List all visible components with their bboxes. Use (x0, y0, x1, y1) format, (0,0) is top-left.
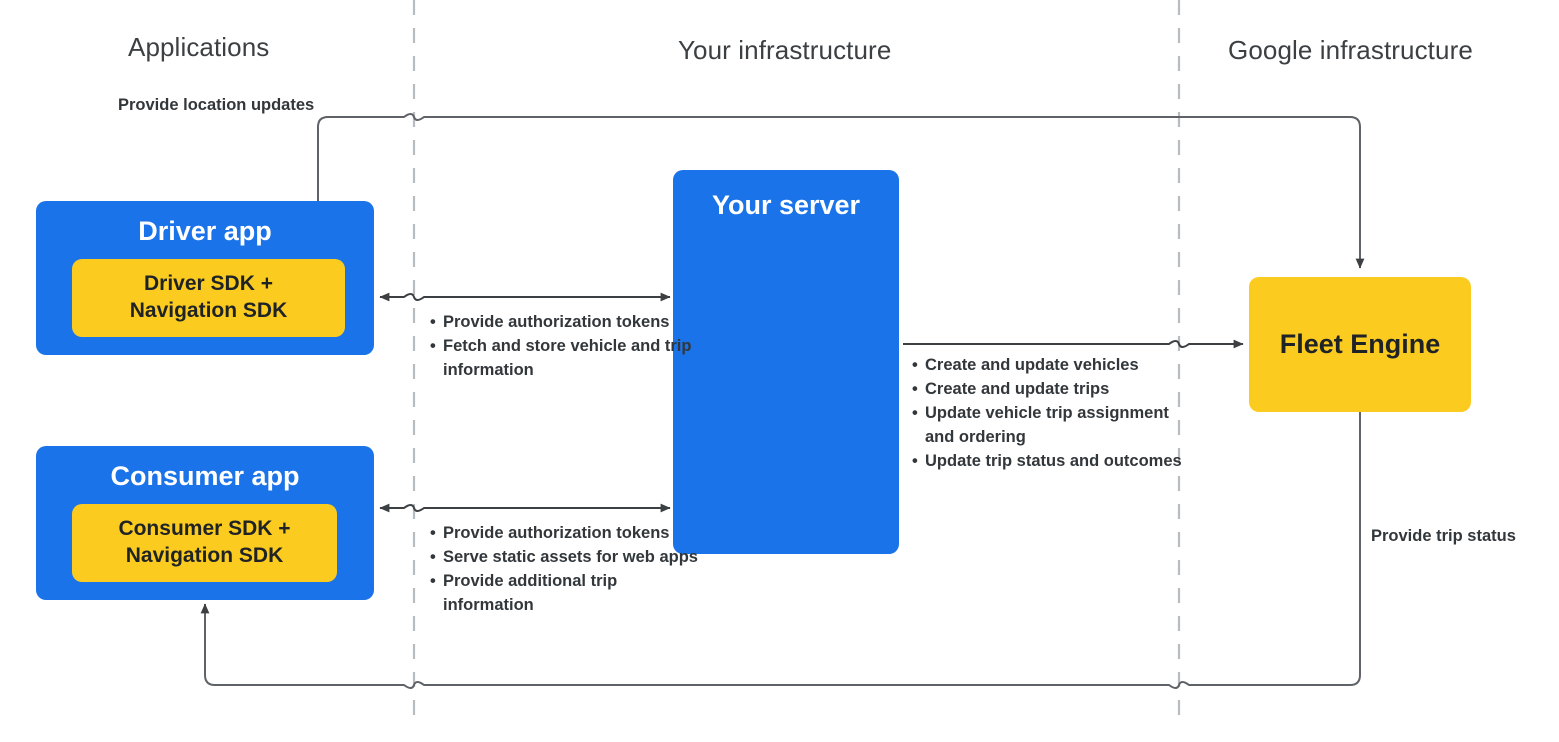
bullet-item: Provide authorization tokens (430, 521, 703, 545)
driver-app-title: Driver app (138, 216, 272, 246)
node-your-server[interactable]: Your server (673, 170, 899, 554)
edge-driver-server (379, 292, 671, 302)
consumer-app-title: Consumer app (110, 461, 300, 491)
bullet-item: Serve static assets for web apps (430, 545, 703, 569)
edge-bullets-server-fleet: Create and update vehicles Create and up… (912, 353, 1193, 473)
zone-title-your-infrastructure: Your infrastructure (678, 35, 892, 65)
node-consumer-sdk[interactable]: Consumer SDK +Navigation SDK (72, 504, 337, 582)
edge-bullets-consumer-server: Provide authorization tokens Serve stati… (430, 521, 703, 617)
bullet-item: Create and update trips (912, 377, 1193, 401)
bullet-item: Update vehicle trip assignment and order… (912, 401, 1193, 449)
zone-title-google-infrastructure: Google infrastructure (1228, 35, 1473, 65)
edge-label-trip-status: Provide trip status (1371, 527, 1516, 545)
node-driver-sdk[interactable]: Driver SDK +Navigation SDK (72, 259, 345, 337)
bullet-item: Create and update vehicles (912, 353, 1193, 377)
node-fleet-engine[interactable]: Fleet Engine (1249, 277, 1471, 412)
your-server-title: Your server (711, 190, 861, 220)
bullet-item: Provide additional trip information (430, 569, 703, 617)
bullet-item: Update trip status and outcomes (912, 449, 1193, 473)
node-consumer-app[interactable]: Consumer app Consumer SDK +Navigation SD… (36, 446, 374, 600)
edge-consumer-server (379, 503, 671, 513)
node-driver-app[interactable]: Driver app Driver SDK +Navigation SDK (36, 201, 374, 355)
bullet-item: Provide authorization tokens (430, 310, 703, 334)
edge-server-fleet (903, 339, 1244, 349)
bullet-item: Fetch and store vehicle and trip informa… (430, 334, 703, 382)
zone-title-applications: Applications (128, 32, 270, 62)
edge-bullets-driver-server: Provide authorization tokens Fetch and s… (430, 310, 703, 382)
edge-label-location-updates: Provide location updates (118, 96, 315, 114)
